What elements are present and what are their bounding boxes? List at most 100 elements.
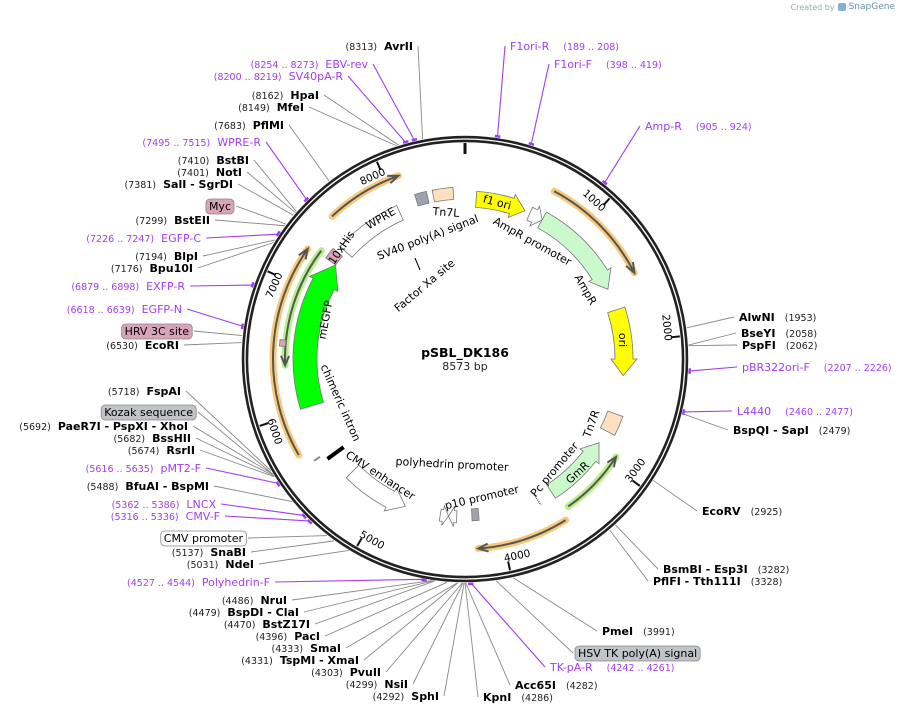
- label-paer7i[interactable]: (5692)PaeR7I - PspXI - XhoI: [19, 420, 188, 433]
- label-leader-line: [205, 233, 280, 239]
- label-bstbi[interactable]: (7410)BstBI: [178, 154, 249, 167]
- label-leader-line: [186, 308, 244, 328]
- label-bpu10i[interactable]: (7176)Bpu10I: [111, 262, 193, 275]
- label-smai[interactable]: (4333)SmaI: [272, 642, 342, 655]
- label-pmei[interactable]: PmeI(3991): [602, 625, 675, 638]
- feature-ampr-promoter[interactable]: [526, 204, 543, 227]
- label-ndei[interactable]: (5031)NdeI: [187, 558, 254, 571]
- label-egfp-c[interactable]: (7226 .. 7247)EGFP-C: [86, 232, 201, 245]
- orf-top[interactable]: [331, 174, 399, 218]
- label-ecorv[interactable]: EcoRV(2925): [702, 505, 782, 518]
- primer-binding-mark: [306, 518, 313, 525]
- feature-hrv-3c-site[interactable]: [279, 339, 287, 347]
- site-label-text: (4486)NruI: [222, 594, 287, 607]
- label-lines: [183, 45, 738, 698]
- label-bseyi[interactable]: BseYI(2058): [741, 327, 817, 340]
- site-position: (5031): [187, 560, 219, 571]
- feature-sv40-poly-a-signal[interactable]: [414, 190, 430, 207]
- feature-f1-ori[interactable]: [475, 190, 526, 219]
- label-bspdi[interactable]: (4479)BspDI - ClaI: [189, 606, 299, 619]
- label-bstz17i[interactable]: (4470)BstZ17I: [224, 618, 310, 631]
- label-f1ori-f[interactable]: F1ori-F(398 .. 419): [554, 58, 662, 71]
- orf-ampr[interactable]: [553, 190, 636, 274]
- label-bsteii[interactable]: (7299)BstEII: [136, 214, 210, 227]
- feature-tn7r[interactable]: [599, 410, 624, 436]
- label-hpai[interactable]: (8162)HpaI: [252, 89, 319, 102]
- label-avrii[interactable]: (8313)AvrII: [346, 40, 414, 53]
- orf-gmr[interactable]: [567, 456, 617, 508]
- label-tspmi[interactable]: (4331)TspMI - XmaI: [241, 654, 359, 667]
- feature-tn7l[interactable]: [431, 186, 455, 203]
- feature-tag-text: HRV 3C site: [125, 325, 190, 338]
- feature-polyhedrin-promoter[interactable]: [448, 506, 458, 527]
- orf-left[interactable]: [272, 248, 309, 456]
- feature-wpre[interactable]: [339, 204, 404, 258]
- label-sphi[interactable]: (4292)SphI: [373, 690, 439, 703]
- chimeric-intron-marker[interactable]: [326, 445, 345, 461]
- feature-polyhedrin-promoter[interactable]: [438, 504, 449, 526]
- label-egfp-n[interactable]: (6618 .. 6639)EGFP-N: [67, 303, 182, 316]
- label-bsmbi[interactable]: BsmBI - Esp3I(3282): [663, 563, 789, 576]
- label-myc[interactable]: Myc: [205, 198, 235, 215]
- site-label-text: (7410)BstBI: [178, 154, 249, 167]
- label-bfuai[interactable]: (5488)BfuAI - BspMI: [87, 480, 209, 493]
- label-noti[interactable]: (7401)NotI: [177, 166, 242, 179]
- feature-label: Tn7L: [431, 205, 461, 220]
- label-acc65i[interactable]: Acc65I(4282): [515, 679, 598, 692]
- orf-bottom[interactable]: [478, 519, 567, 550]
- label-kpni[interactable]: KpnI(4286): [483, 691, 553, 704]
- label-kozak[interactable]: Kozak sequence: [100, 404, 197, 421]
- label-tk-pa-r[interactable]: TK-pA-R(4242 .. 4261): [549, 661, 674, 674]
- orf-egfp-arrowhead: [280, 355, 290, 368]
- site-label-text: BspQI - SapI(2479): [733, 424, 850, 437]
- label-leader-line: [530, 63, 550, 146]
- label-bspqi[interactable]: BspQI - SapI(2479): [733, 424, 850, 437]
- label-mfei[interactable]: (8149)MfeI: [238, 101, 304, 114]
- label-nrui[interactable]: (4486)NruI: [222, 594, 287, 607]
- feature-p10-promoter[interactable]: [471, 507, 480, 522]
- label-snabi[interactable]: (5137)SnaBI: [172, 546, 246, 559]
- label-pbr322ori-f[interactable]: pBR322ori-F(2207 .. 2226): [742, 361, 892, 374]
- feature-10xhis[interactable]: [325, 247, 343, 266]
- label-lncx[interactable]: (5362 .. 5386)LNCX: [112, 498, 217, 511]
- feature-ampr[interactable]: [537, 211, 612, 290]
- label-nsii[interactable]: (4299)NsiI: [346, 678, 408, 691]
- label-alwni[interactable]: AlwNI(1953): [739, 311, 816, 324]
- primer-name: TK-pA-R: [549, 661, 593, 674]
- label-ecori[interactable]: (6530)EcoRI: [106, 339, 179, 352]
- label-hrv[interactable]: HRV 3C site: [121, 323, 193, 340]
- label-rsrii[interactable]: (5674)RsrII: [128, 444, 195, 457]
- label-exfp-r[interactable]: (6879 .. 6898)EXFP-R: [71, 280, 185, 293]
- label-pflmi[interactable]: (7683)PflMI: [214, 119, 284, 132]
- label-fspai[interactable]: (5718)FspAI: [108, 385, 181, 398]
- enzyme-name: Acc65I: [515, 679, 556, 692]
- label-polyhedrin-f[interactable]: (4527 .. 4544)Polyhedrin-F: [127, 576, 270, 589]
- label-pspfi[interactable]: PspFI(2062): [742, 339, 818, 352]
- feature-cmv-enhancer[interactable]: [345, 464, 406, 512]
- label-f1ori-r[interactable]: F1ori-R(189 .. 208): [510, 40, 619, 53]
- feature-ori[interactable]: [607, 306, 638, 377]
- label-l4440[interactable]: L4440(2460 .. 2477): [737, 405, 853, 418]
- label-sv40pa-r[interactable]: (8200 .. 8219)SV40pA-R: [214, 70, 344, 83]
- label-bsshii[interactable]: (5682)BssHII: [114, 432, 191, 445]
- label-hsv[interactable]: HSV TK poly(A) signal: [574, 645, 701, 662]
- feature-gmr[interactable]: [546, 442, 600, 499]
- feature-tag-text: Kozak sequence: [104, 406, 193, 419]
- label-pvuii[interactable]: (4303)PvuII: [311, 666, 381, 679]
- label-blpi[interactable]: (7194)BlpI: [135, 250, 198, 263]
- orf-egfp[interactable]: [284, 250, 323, 366]
- label-sali[interactable]: (7381)SalI - SgrDI: [125, 178, 233, 191]
- label-pmt2-f[interactable]: (5616 .. 5635)pMT2-F: [86, 462, 201, 475]
- label-cmv-f[interactable]: (5316 .. 5336)CMV-F: [111, 510, 220, 523]
- label-amp-r[interactable]: Amp-R(905 .. 924): [645, 120, 752, 133]
- label-cmv[interactable]: CMV promoter: [160, 530, 247, 547]
- label-leader-line: [314, 580, 436, 625]
- label-ebv-rev[interactable]: (8254 .. 8273)EBV-rev: [251, 58, 369, 71]
- site-label-text: (6879 .. 6898)EXFP-R: [71, 280, 185, 293]
- label-wpre-r[interactable]: (7495 .. 7515)WPRE-R: [142, 136, 261, 149]
- label-pflfi[interactable]: PflFI - Tth111I(3328): [653, 575, 782, 588]
- enzyme-name: KpnI: [483, 691, 511, 704]
- label-paci[interactable]: (4396)PacI: [256, 630, 320, 643]
- site-label-text: Amp-R(905 .. 924): [645, 120, 752, 133]
- label-leader-line: [250, 540, 335, 553]
